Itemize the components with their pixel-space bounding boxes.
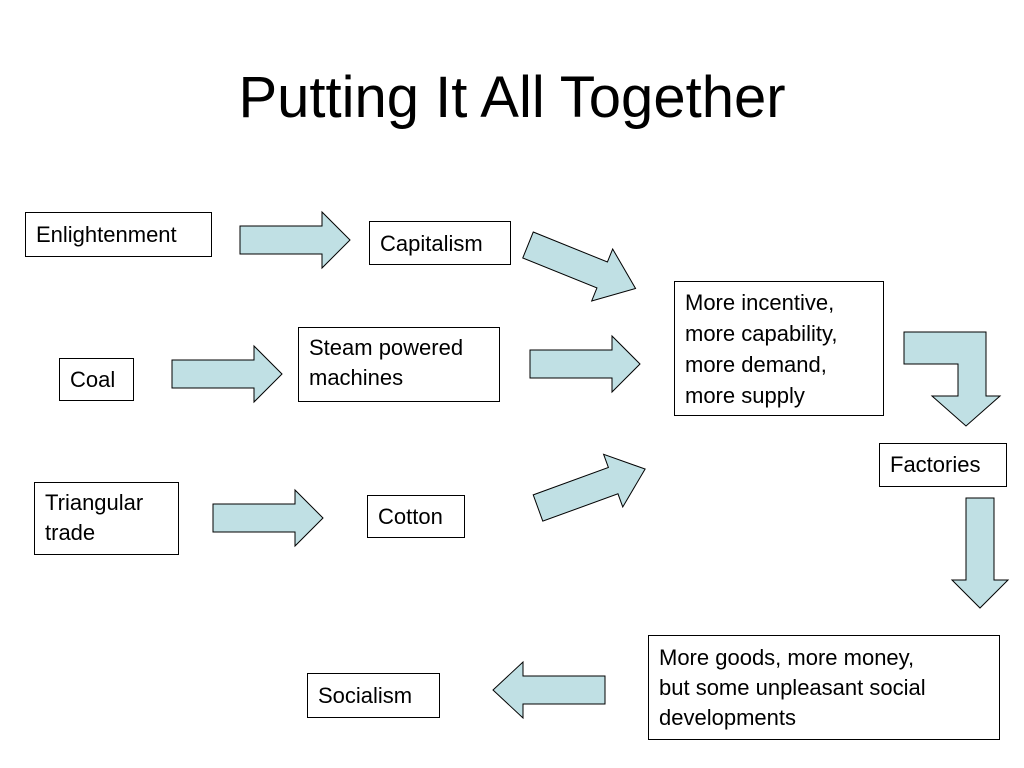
node-factories: Factories: [879, 443, 1007, 487]
arrow-factories-to-goods: [950, 497, 1010, 609]
node-enlightenment: Enlightenment: [25, 212, 212, 257]
node-coal: Coal: [59, 358, 134, 401]
node-capitalism: Capitalism: [369, 221, 511, 265]
arrow-capitalism-to-incentive: [522, 231, 637, 302]
node-triangular-trade: Triangular trade: [34, 482, 179, 555]
node-socialism: Socialism: [307, 673, 440, 718]
node-steam-powered-machines: Steam powered machines: [298, 327, 500, 402]
node-more-incentive: More incentive, more capability, more de…: [674, 281, 884, 416]
arrow-incentive-to-factories: [903, 331, 1002, 427]
node-cotton: Cotton: [367, 495, 465, 538]
arrow-goods-to-socialism: [492, 660, 606, 720]
arrow-cotton-to-incentive: [532, 453, 646, 522]
arrow-coal-to-steam: [171, 344, 283, 404]
slide-title: Putting It All Together: [238, 65, 786, 130]
arrow-steam-to-incentive: [529, 334, 641, 394]
node-more-goods: More goods, more money, but some unpleas…: [648, 635, 1000, 740]
arrow-triangular-to-cotton: [212, 488, 324, 548]
arrow-enlightenment-to-capitalism: [239, 210, 351, 270]
